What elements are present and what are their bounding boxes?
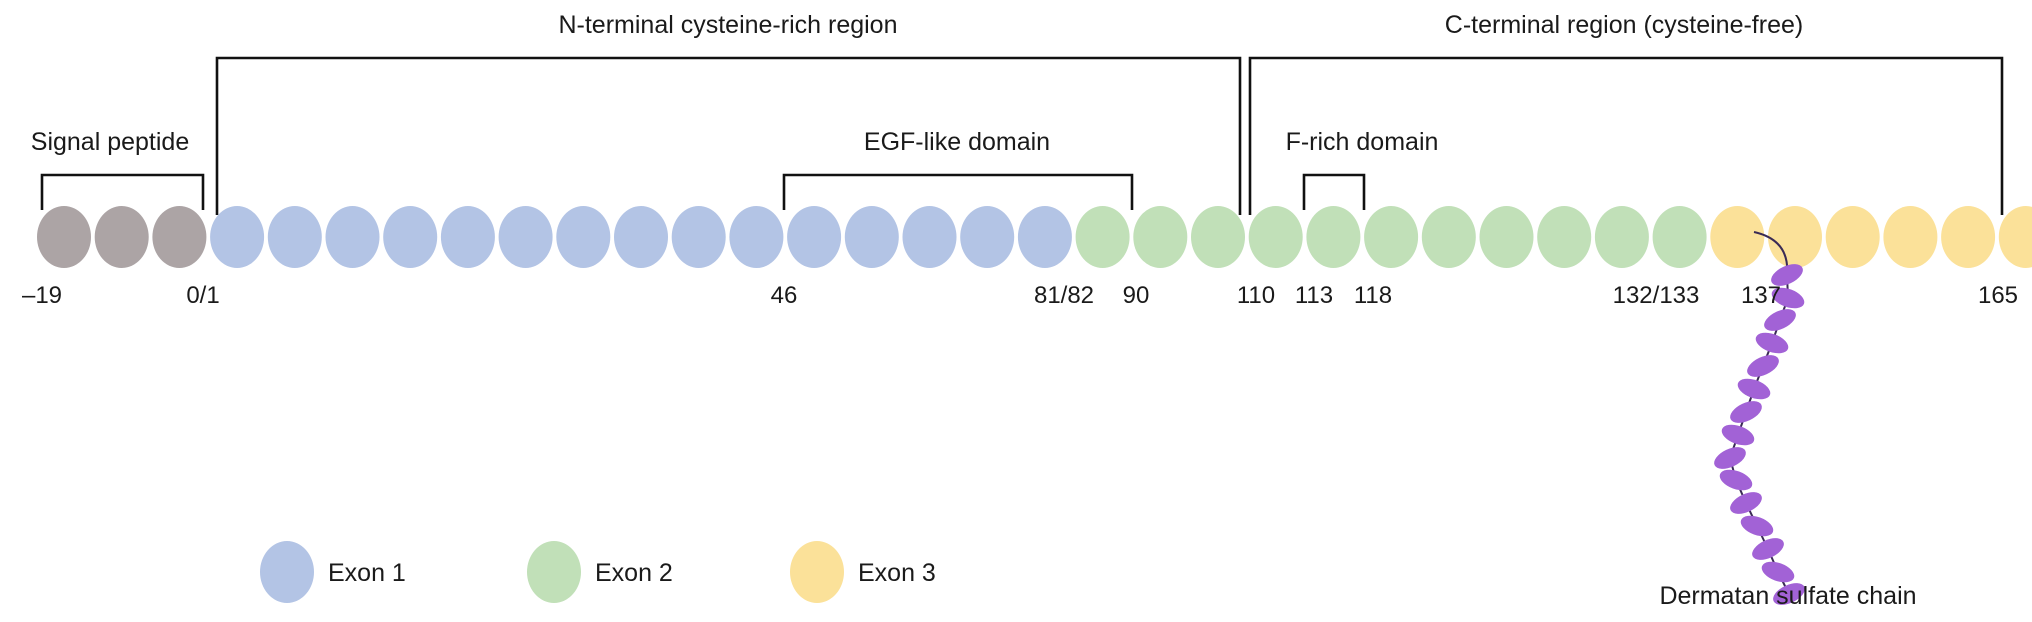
c-terminal-region-label: C-terminal region (cysteine-free) — [1445, 11, 1803, 39]
legend-label-exon1: Exon 1 — [328, 559, 406, 587]
legend-swatch-exon1 — [260, 541, 314, 603]
residue-bead-chain — [37, 206, 2032, 268]
exon3-residue-bead — [1883, 206, 1938, 268]
exon2-residue-bead — [1191, 206, 1245, 268]
sulfate-unit — [1773, 583, 1805, 605]
exon1-residue-bead — [325, 206, 380, 268]
tick-label-113: 113 — [1295, 282, 1333, 309]
sulfate-unit — [1747, 355, 1779, 377]
f-rich-domain-label: F-rich domain — [1286, 128, 1439, 156]
exon1-residue-bead — [787, 206, 842, 268]
exon3-residue-bead — [1998, 206, 2032, 268]
dermatan-sulfate-chain-label: Dermatan sulfate chain — [1659, 582, 1916, 610]
exon2-residue-bead — [1652, 206, 1707, 268]
tick-label-81-82: 81/82 — [1034, 282, 1094, 309]
exon1-residue-bead — [960, 206, 1015, 268]
exon3-residue-bead — [1941, 206, 1996, 268]
signal-peptide-bracket — [40, 173, 205, 210]
legend-swatch-exon3 — [790, 541, 844, 603]
sulfate-unit — [1771, 264, 1803, 286]
exon1-residue-bead — [267, 206, 322, 268]
exon1-residue-bead — [440, 206, 495, 268]
exon2-residue-bead — [1248, 206, 1303, 268]
tick-label-132-133: 132/133 — [1613, 282, 1700, 309]
legend-swatch-exon2 — [527, 541, 581, 603]
sulfate-unit — [1771, 287, 1805, 309]
tick-label-165: 165 — [1978, 282, 2018, 309]
exon1-residue-bead — [556, 206, 611, 268]
sulfate-unit — [1719, 469, 1753, 491]
egf-like-domain-label: EGF-like domain — [864, 128, 1050, 156]
tick-label-46: 46 — [771, 282, 798, 309]
exon3-residue-bead — [1825, 206, 1880, 268]
exon2-residue-bead — [1479, 206, 1534, 268]
exon1-residue-bead — [1017, 206, 1072, 268]
exon2-residue-bead — [1537, 206, 1592, 268]
sulfate-unit — [1737, 378, 1771, 400]
n-terminal-region-bracket — [215, 56, 1242, 215]
exon2-residue-bead — [1075, 206, 1130, 268]
sulfate-unit — [1761, 561, 1795, 583]
exon1-residue-bead — [614, 206, 668, 268]
exon2-residue-bead — [1421, 206, 1476, 268]
exon1-residue-bead — [210, 206, 265, 268]
sulfate-unit — [1721, 424, 1755, 446]
exon1-residue-bead — [498, 206, 553, 268]
signal-residue-bead — [37, 206, 91, 268]
tick-label-118: 118 — [1354, 282, 1392, 309]
tick-label-90: 90 — [1123, 282, 1150, 309]
exon1-residue-bead — [383, 206, 438, 268]
legend-label-exon3: Exon 3 — [858, 559, 936, 587]
exon1-residue-bead — [729, 206, 784, 268]
signal-residue-bead — [152, 206, 207, 268]
sulfate-unit — [1755, 332, 1789, 354]
exon3-residue-bead — [1710, 206, 1765, 268]
exon1-residue-bead — [671, 206, 726, 268]
exon2-residue-bead — [1306, 206, 1361, 268]
tick-label-0-1: 0/1 — [186, 282, 219, 309]
sulfate-unit — [1714, 447, 1746, 469]
sulfate-unit — [1730, 492, 1762, 514]
exon2-residue-bead — [1364, 206, 1419, 268]
legend-label-exon2: Exon 2 — [595, 559, 673, 587]
tick-label-110: 110 — [1237, 282, 1275, 309]
c-terminal-region-bracket — [1248, 56, 2004, 215]
sulfate-unit — [1752, 538, 1784, 560]
exon1-residue-bead — [844, 206, 899, 268]
tick-label-minus19: –19 — [22, 282, 62, 309]
tick-label-137: 137 — [1741, 282, 1781, 309]
exon2-residue-bead — [1594, 206, 1649, 268]
legend: Exon 1 Exon 2 Exon 3 — [260, 541, 936, 603]
exon2-residue-bead — [1133, 206, 1188, 268]
dermatan-sulfate-chain — [1714, 231, 1805, 605]
signal-peptide-label: Signal peptide — [31, 128, 189, 156]
sulfate-unit — [1730, 401, 1762, 423]
sulfate-unit — [1740, 515, 1774, 537]
egf-like-domain-bracket — [782, 173, 1134, 210]
n-terminal-region-label: N-terminal cysteine-rich region — [558, 11, 897, 39]
sulfate-unit — [1764, 309, 1796, 331]
f-rich-domain-bracket — [1302, 173, 1366, 210]
signal-residue-bead — [94, 206, 149, 268]
exon1-residue-bead — [902, 206, 957, 268]
exon3-residue-bead — [1768, 206, 1822, 268]
